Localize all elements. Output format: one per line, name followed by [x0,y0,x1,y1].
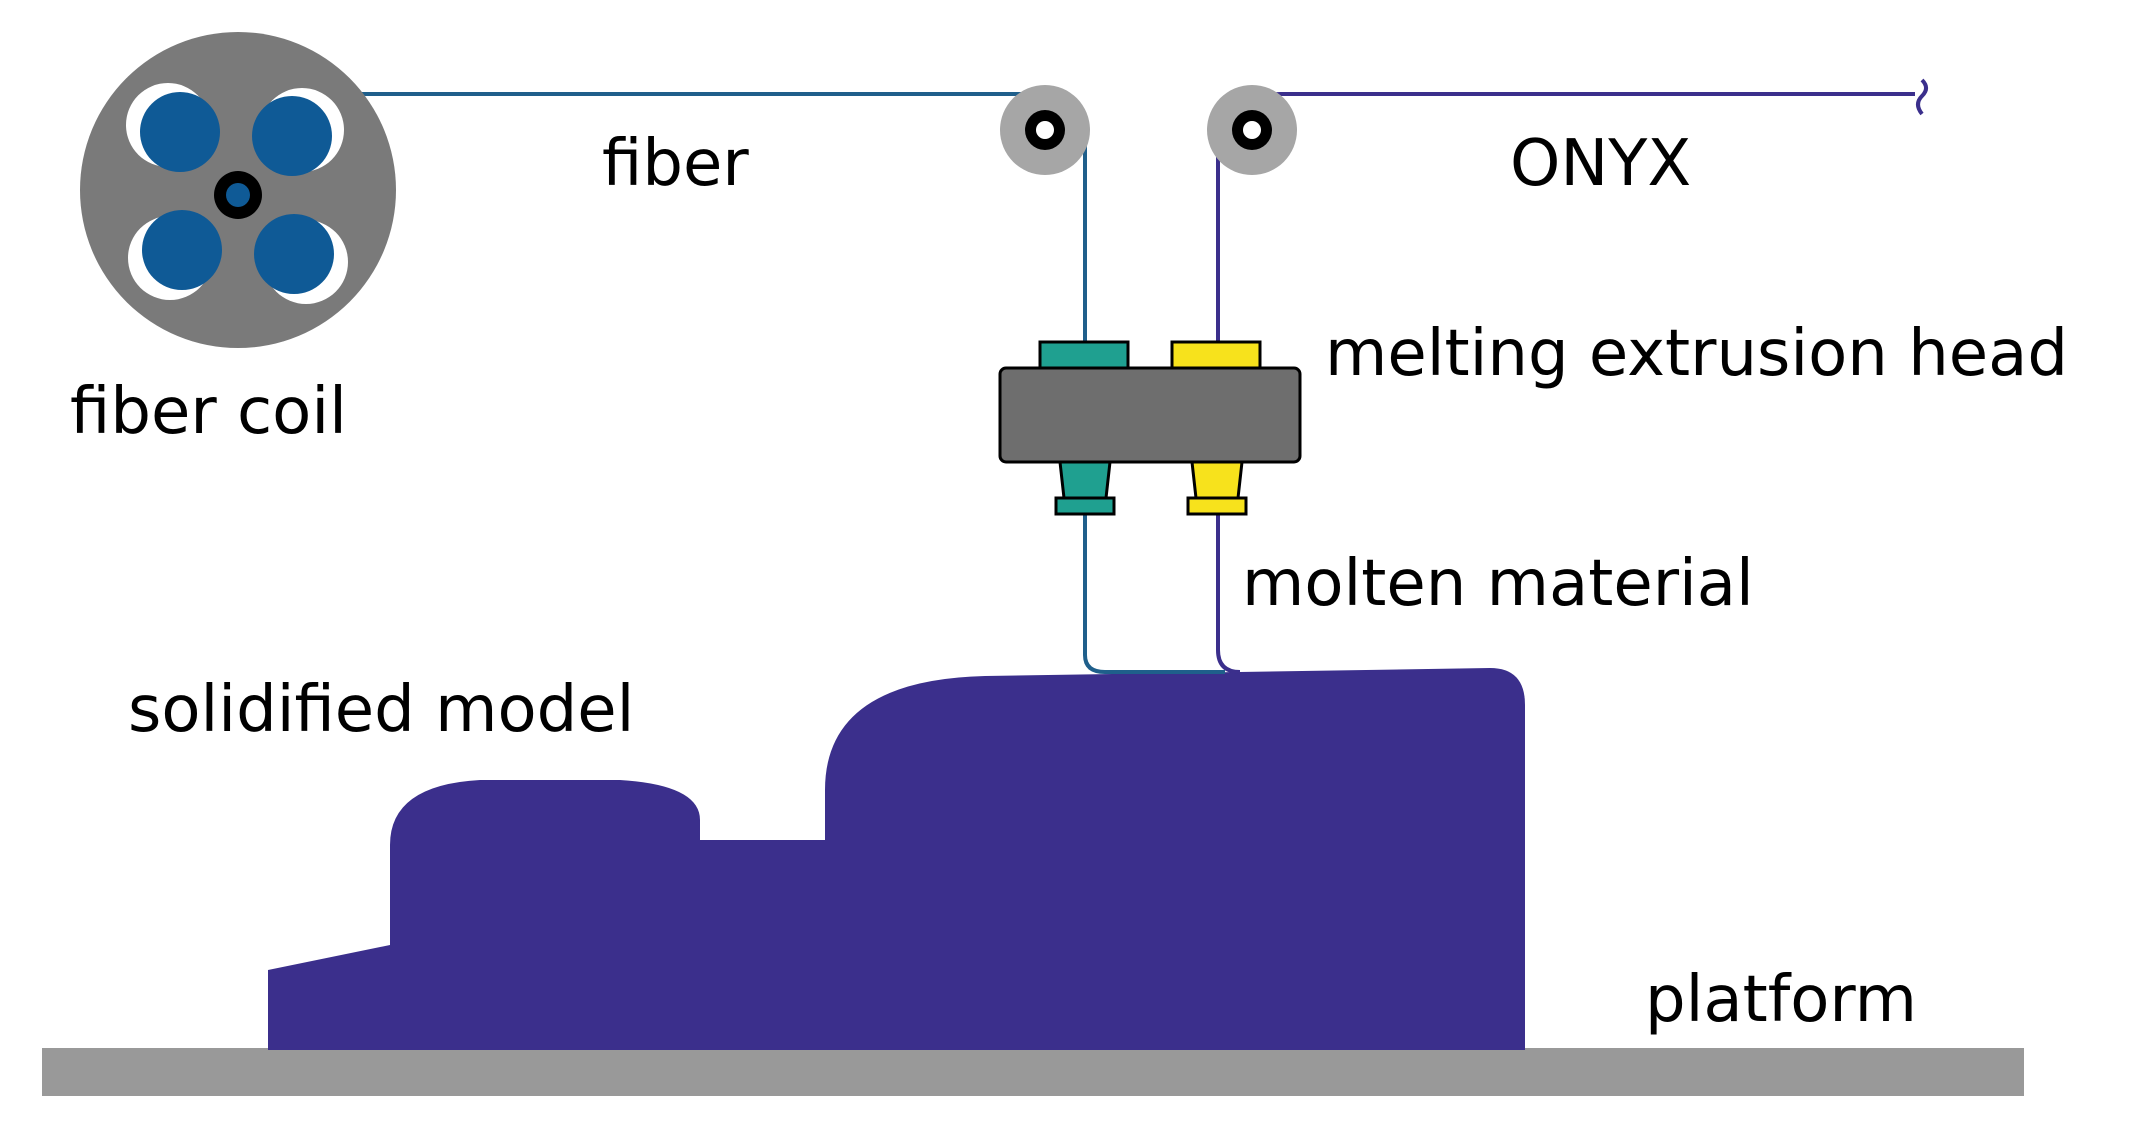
solidified-model-shape [268,668,1525,1050]
molten-material-label: molten material [1242,547,1754,621]
platform-label: platform [1645,963,1917,1037]
platform-bar [42,1048,2024,1096]
onyx-line-end [1916,78,1928,116]
solidified-model-label: solidified model [128,673,635,747]
fiber-pulley [1000,85,1090,175]
melting-extrusion-head [998,340,1302,516]
onyx-label: ONYX [1510,127,1692,201]
fiber-coil-label: fiber coil [70,375,347,449]
fiber-label: fiber [602,127,749,201]
onyx-pulley [1207,85,1297,175]
fiber-coil [80,32,396,348]
melting-extrusion-head-label: melting extrusion head [1325,317,2068,391]
